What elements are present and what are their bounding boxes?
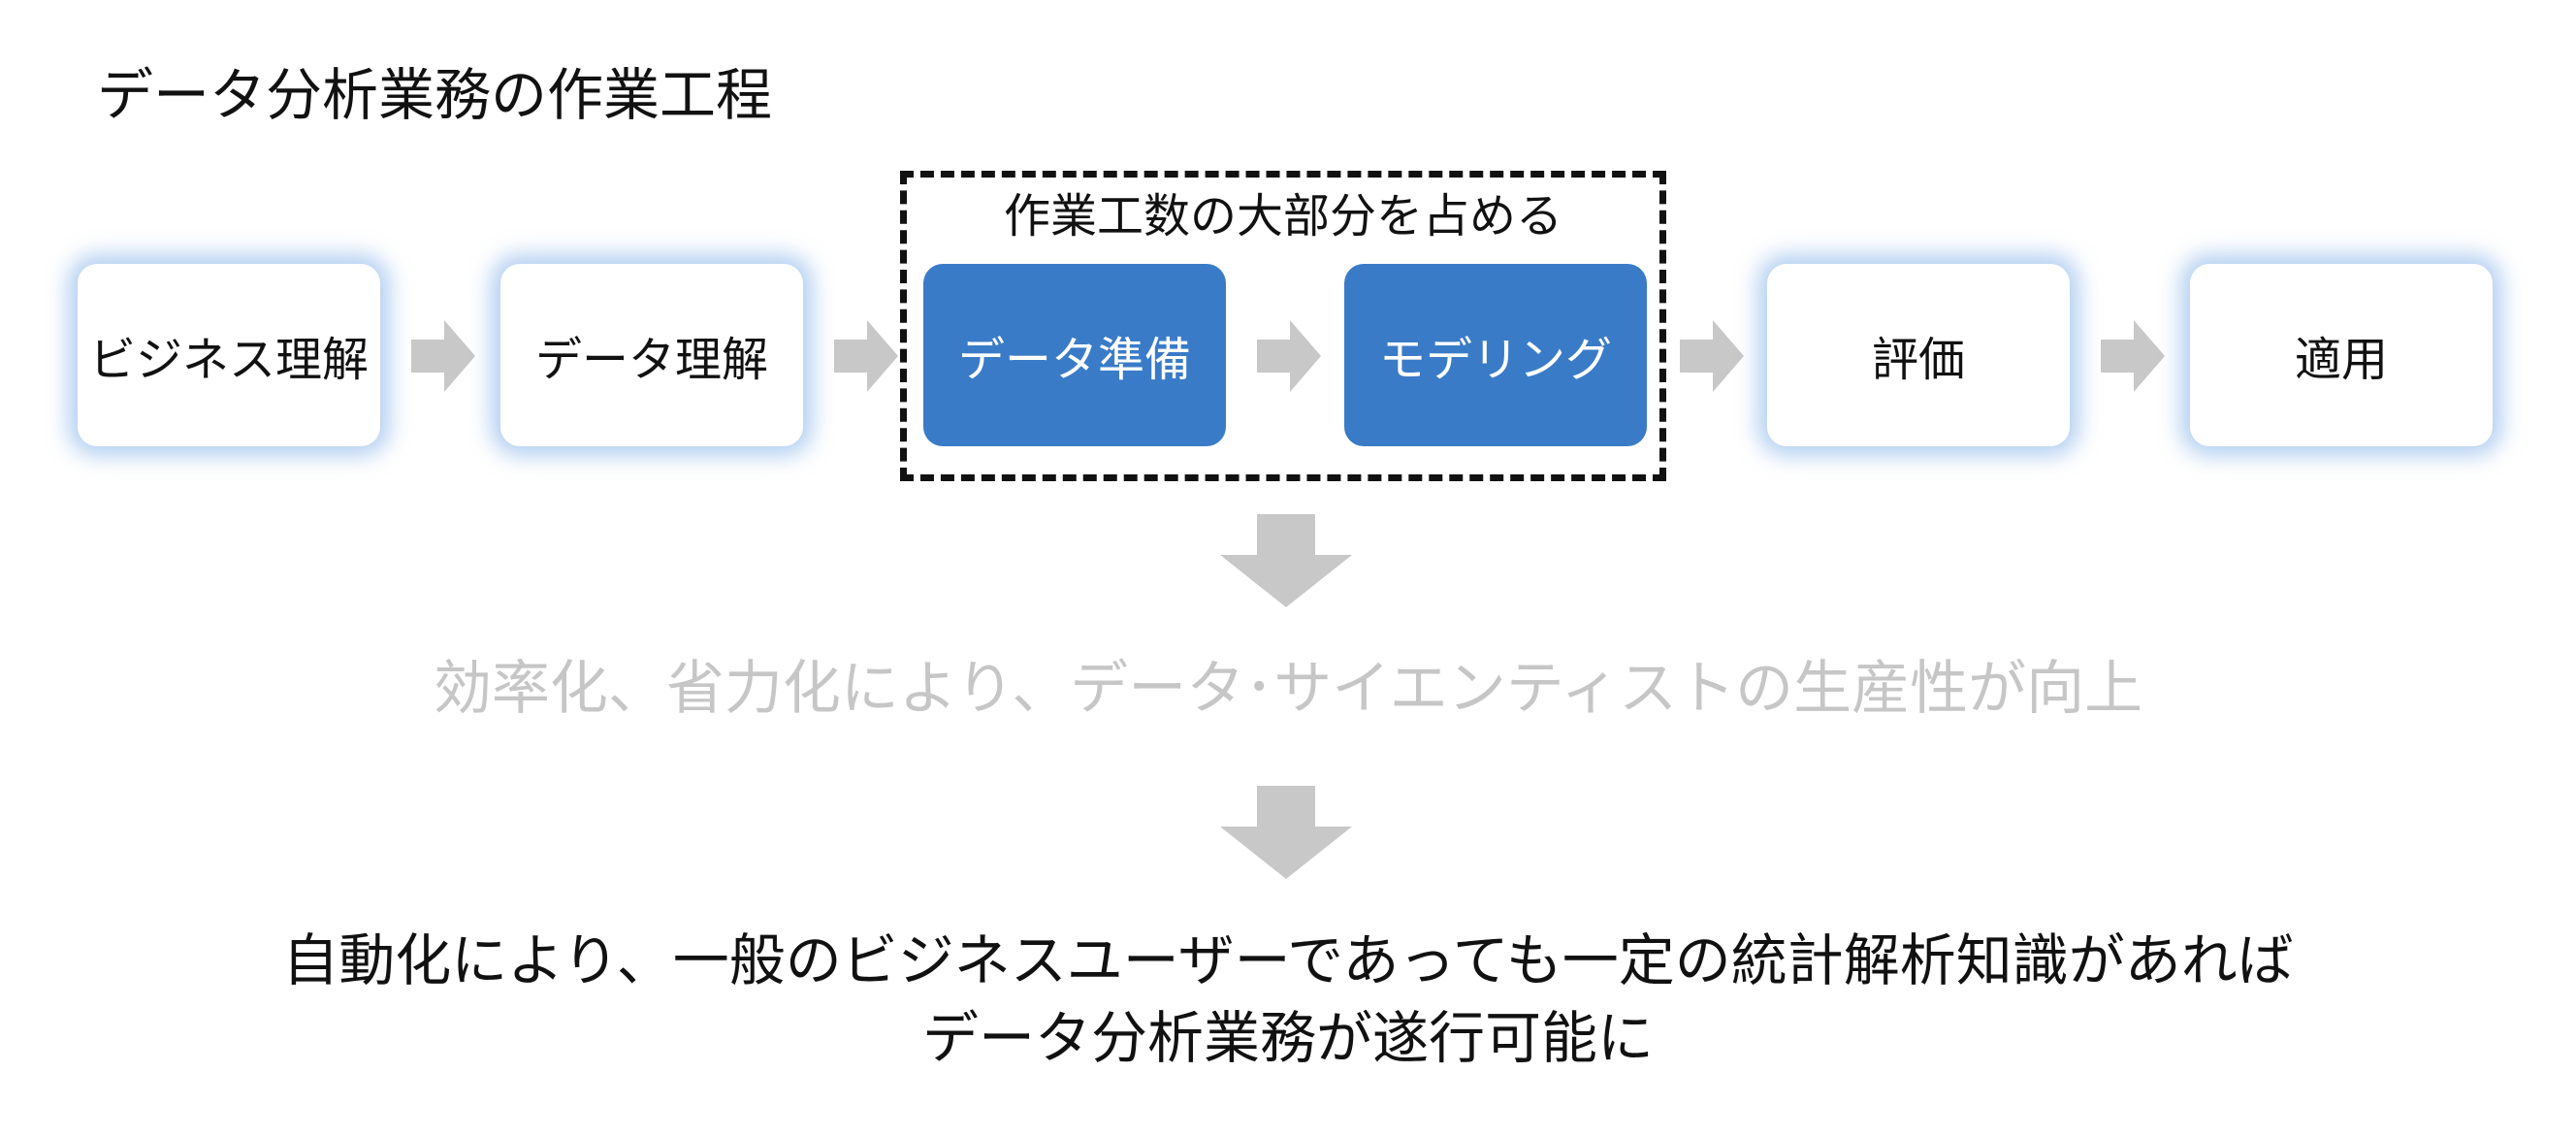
right-arrow-icon (2101, 320, 2165, 392)
group-label: 作業工数の大部分を占める (1003, 189, 1562, 244)
step-business-understanding: ビジネス理解 (78, 264, 380, 446)
diagram-title: データ分析業務の作業工程 (97, 62, 773, 128)
down-arrow-icon (1220, 514, 1352, 607)
group-dashed-frame (900, 171, 1666, 481)
conclusion-line-2: データ分析業務が遂行可能に (921, 1005, 1654, 1071)
right-arrow-icon (1680, 320, 1744, 392)
step-deployment: 適用 (2190, 264, 2493, 446)
step-modeling: モデリング (1344, 264, 1647, 446)
conclusion-line-1: 自動化により、一般のビジネスユーザーであっても一定の統計解析知識があれば (282, 927, 2294, 993)
step-evaluation: 評価 (1767, 264, 2070, 446)
down-arrow-icon (1220, 786, 1352, 879)
step-data-preparation: データ準備 (923, 264, 1226, 446)
right-arrow-icon (1257, 320, 1321, 392)
right-arrow-icon (411, 320, 475, 392)
right-arrow-icon (834, 320, 898, 392)
benefit-text: 効率化、省力化により、データ･サイエンティストの生産性が向上 (433, 655, 2143, 723)
step-data-understanding: データ理解 (500, 264, 803, 446)
